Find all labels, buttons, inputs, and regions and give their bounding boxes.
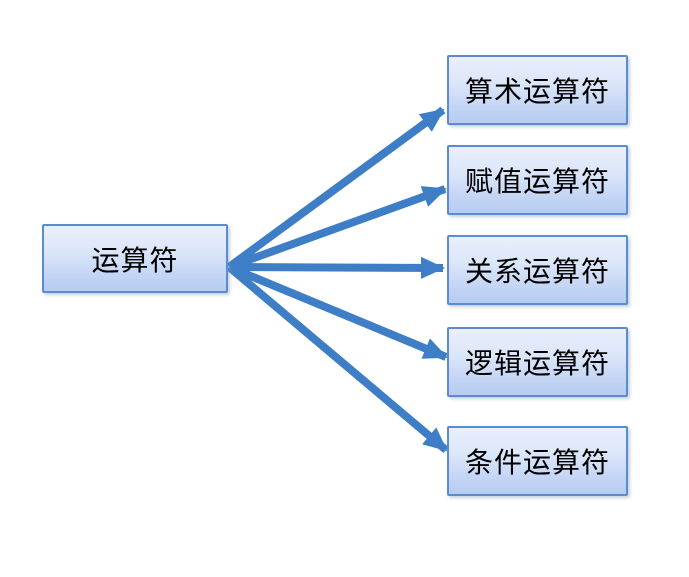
node-label: 逻辑运算符 [464,348,610,379]
node-label: 赋值运算符 [464,166,610,197]
node-conditional-operators: 条件运算符 [447,426,628,496]
connector-arrow-arithmetic [226,106,446,271]
node-relational-operators: 关系运算符 [447,235,628,305]
node-label: 运算符 [91,244,179,276]
node-label: 关系运算符 [464,256,610,287]
connector-arrow-conditional [226,263,449,454]
connector-arrow-assignment [227,185,447,271]
connector-arrow-logical [227,263,448,361]
node-logical-operators: 逻辑运算符 [447,327,628,397]
node-label: 算术运算符 [464,76,610,107]
connector-arrow-relational [228,256,445,279]
node-assignment-operators: 赋值运算符 [447,145,628,215]
node-arithmetic-operators: 算术运算符 [447,55,628,125]
node-label: 条件运算符 [464,447,610,478]
node-operators-root: 运算符 [42,224,228,293]
